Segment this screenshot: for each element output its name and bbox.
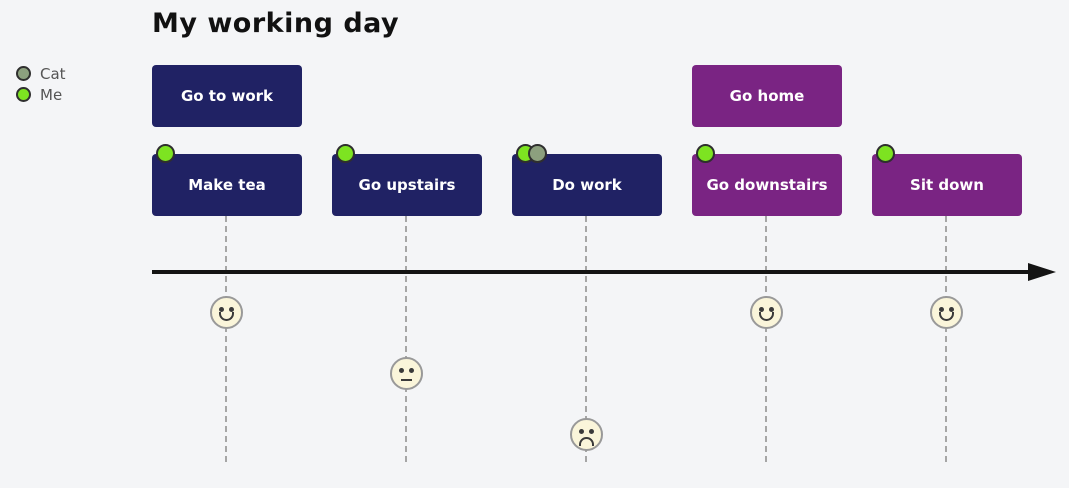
task-box-make-tea: Make tea — [152, 144, 302, 216]
guide-line-go-upstairs — [405, 216, 407, 462]
task-box-do-work: Do work — [512, 144, 662, 216]
period-label: Go home — [729, 87, 805, 105]
period-box-go-home: Go home — [692, 65, 842, 127]
me-marker-icon — [336, 144, 355, 163]
neutral-face-icon — [390, 357, 423, 390]
timeline-axis — [152, 270, 1030, 274]
guide-line-sit-down — [945, 216, 947, 462]
task-label: Sit down — [910, 176, 984, 194]
legend-item-me: Me — [16, 84, 66, 105]
sad-face-icon — [570, 418, 603, 451]
legend: Cat Me — [16, 63, 66, 105]
happy-face-icon — [210, 296, 243, 329]
guide-line-go-downstairs — [765, 216, 767, 462]
task-label: Do work — [552, 176, 622, 194]
guide-line-do-work — [585, 216, 587, 462]
legend-item-cat: Cat — [16, 63, 66, 84]
me-dot-icon — [16, 87, 31, 102]
task-box-go-downstairs: Go downstairs — [692, 144, 842, 216]
task-box-sit-down: Sit down — [872, 144, 1022, 216]
period-label: Go to work — [180, 87, 274, 105]
guide-line-make-tea — [225, 216, 227, 462]
task-label: Go upstairs — [358, 176, 456, 194]
me-marker-icon — [696, 144, 715, 163]
happy-face-icon — [930, 296, 963, 329]
task-label: Go downstairs — [706, 176, 828, 194]
me-marker-icon — [876, 144, 895, 163]
timeline-arrowhead-icon — [1028, 263, 1056, 281]
legend-label-me: Me — [40, 85, 63, 104]
period-box-go-to-work: Go to work — [152, 65, 302, 127]
task-label: Make tea — [188, 176, 266, 194]
cat-dot-icon — [16, 66, 31, 81]
task-box-go-upstairs: Go upstairs — [332, 144, 482, 216]
page-title: My working day — [152, 8, 400, 39]
cat-marker-icon — [528, 144, 547, 163]
legend-label-cat: Cat — [40, 64, 66, 83]
happy-face-icon — [750, 296, 783, 329]
me-marker-icon — [156, 144, 175, 163]
